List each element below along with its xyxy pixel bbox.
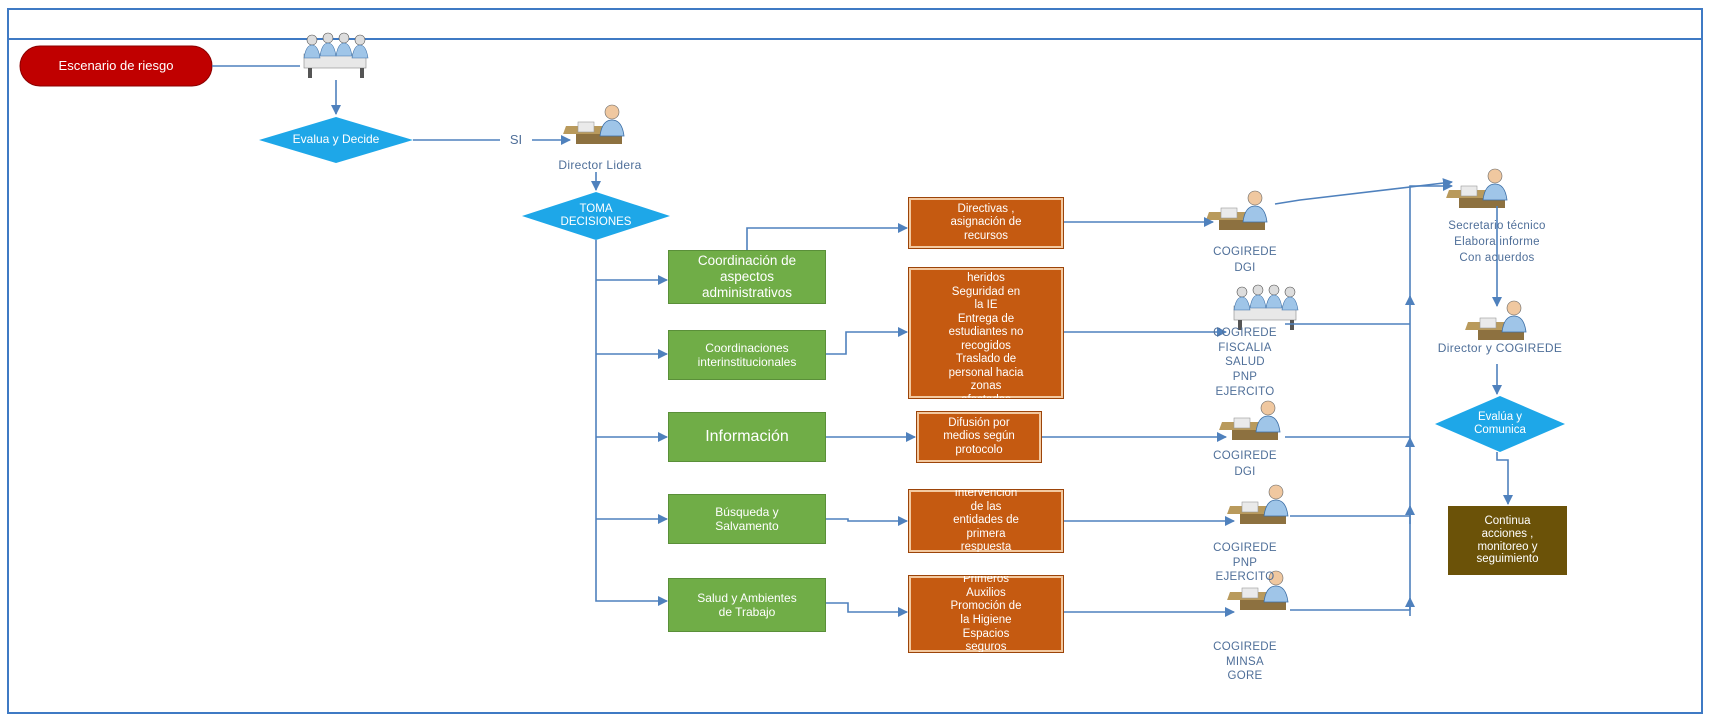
responsible-dgi-2: COGIREDE DGI <box>1213 450 1277 478</box>
area-coordinaciones-interinstitucionales: Coordinaciones interinstitucionales <box>668 330 826 380</box>
conn-resp1-secretary <box>1274 178 1453 205</box>
start-event-label: Escenario de riesgo <box>58 57 174 73</box>
area-coordinacion-administrativos: Coordinación de aspectos administrativos <box>668 250 826 304</box>
decision-evalua-comunica-label: Evalúa y Comunica <box>1474 411 1526 436</box>
diagram-frame <box>7 8 1703 714</box>
action-difusion: Difusión por medios según protocolo <box>916 411 1042 463</box>
cogirede-dgi-icon-1 <box>1205 190 1268 231</box>
secretary-desk-icon <box>1445 168 1508 209</box>
action-intervencion: Intervención de las entidades de primera… <box>908 487 1064 553</box>
conn-area1-action1 <box>746 223 908 250</box>
director-cogirede-icon <box>1464 300 1527 341</box>
action-primeros-auxilios: Primeros Auxilios Promoción de la Higien… <box>908 573 1064 653</box>
end-task-label: Continua acciones , monitoreo y seguimie… <box>1476 514 1539 566</box>
decision-toma-shape <box>522 192 670 240</box>
area-busqueda-salvamento: Búsqueda y Salvamento <box>668 494 826 544</box>
cogirede-dgi-icon-2 <box>1218 400 1281 441</box>
conn-merge-vertical <box>1409 181 1453 610</box>
director-desk-icon <box>562 104 625 145</box>
area-salud-ambientes: Salud y Ambientes de Trabajo <box>668 578 826 632</box>
action-directivas: Directivas , asignación de recursos <box>908 197 1064 249</box>
director-cogirede-label: Director y COGIREDE <box>1437 341 1563 355</box>
decision-evalua-label: Evalua y Decide <box>292 132 380 147</box>
director-label: Director Lidera <box>558 158 642 172</box>
action-atencion-heridos: Atención de heridos Seguridad en la IE E… <box>908 258 1064 406</box>
decision-evalua-shape <box>259 117 413 163</box>
conn-evalua-end <box>1496 452 1513 505</box>
meeting-group-icon <box>303 32 369 79</box>
area-informacion: Información <box>668 412 826 462</box>
responsible-fiscalia: COGIREDE FISCALIA SALUD PNP EJERCITO <box>1213 327 1277 398</box>
yes-label: SI <box>500 131 532 149</box>
cogirede-pnp-icon <box>1226 484 1289 525</box>
decision-evalua-comunica-shape <box>1435 396 1565 452</box>
title-bar <box>9 10 1701 40</box>
secretary-label: Secretario técnico Elabora informe Con a… <box>1448 220 1546 265</box>
decision-toma-label: TOMA DECISIONES <box>560 203 632 228</box>
conn-area4-action4 <box>826 516 908 526</box>
conn-area2-action2 <box>826 327 908 355</box>
conn-area5-action5 <box>826 602 908 617</box>
responsible-minsa: COGIREDE MINSA GORE <box>1213 641 1277 683</box>
end-task-shape <box>1448 506 1567 575</box>
conn-toma-down <box>595 240 668 606</box>
responsible-pnp: COGIREDE PNP EJERCITO <box>1213 542 1277 584</box>
responsible-dgi-1: COGIREDE DGI <box>1213 246 1277 274</box>
